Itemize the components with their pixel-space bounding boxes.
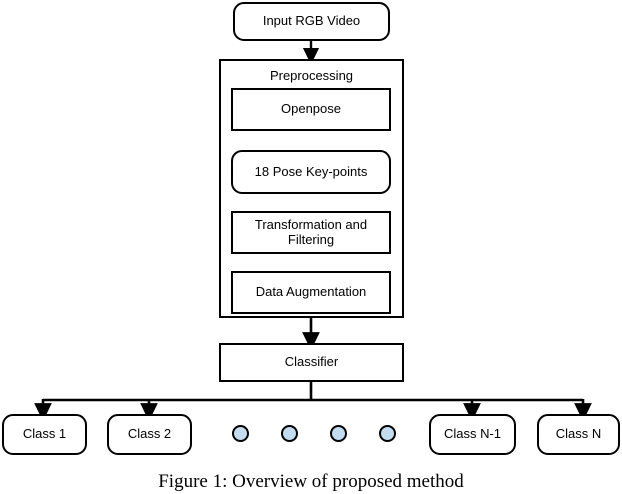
preprocessing-title: Preprocessing: [269, 68, 354, 83]
node-class-n[interactable]: Class N: [537, 414, 620, 455]
node-transformation-and-filtering[interactable]: Transformation and Filtering: [231, 211, 391, 254]
node-classifier[interactable]: Classifier: [219, 343, 404, 382]
ellipsis-dot-icon-1: [232, 425, 249, 442]
node-class-1[interactable]: Class 1: [2, 414, 87, 455]
node-data-augmentation[interactable]: Data Augmentation: [231, 271, 391, 314]
ellipsis-dot-icon-4: [379, 425, 396, 442]
ellipsis-dot-icon-3: [330, 425, 347, 442]
figure-caption: Figure 1: Overview of proposed method: [158, 471, 464, 492]
edge-classifier-to-bus: [43, 381, 583, 402]
ellipsis-dot-icon-2: [281, 425, 298, 442]
node-input-rgb-video[interactable]: Input RGB Video: [233, 2, 390, 41]
node-class-n-minus-1[interactable]: Class N-1: [429, 414, 516, 455]
node-openpose[interactable]: Openpose: [231, 88, 391, 131]
node-18-pose-keypoints[interactable]: 18 Pose Key-points: [231, 150, 391, 194]
node-class-2[interactable]: Class 2: [107, 414, 192, 455]
